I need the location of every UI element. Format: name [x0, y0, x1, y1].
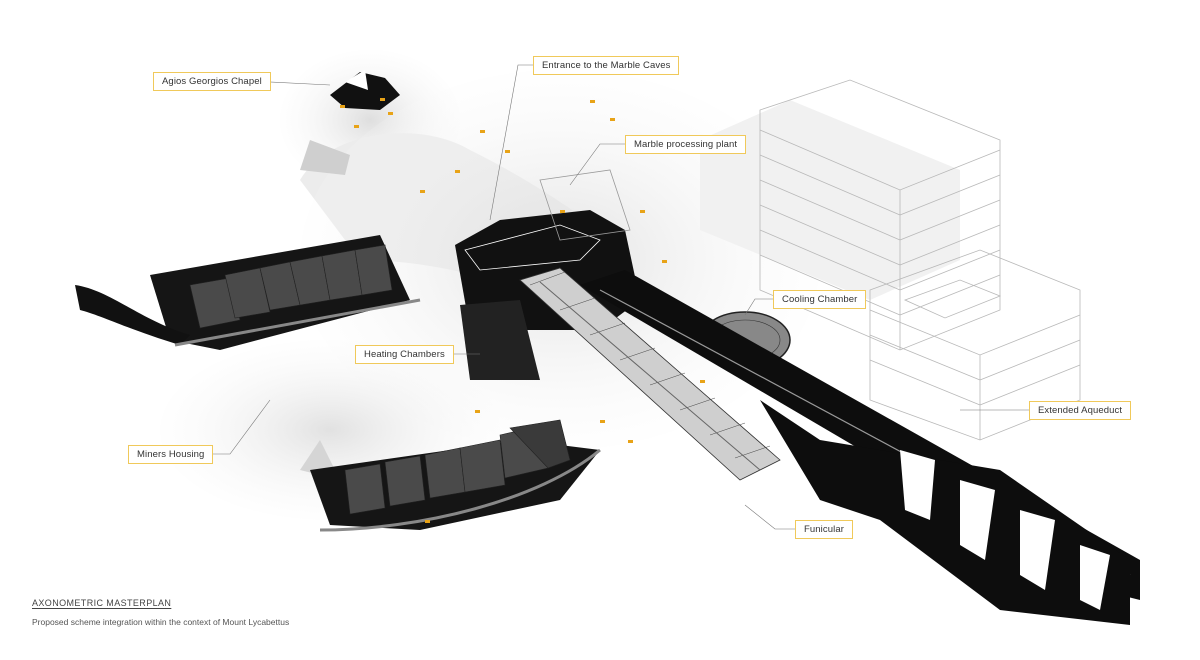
accent-markers: [340, 98, 705, 523]
label-agios-georgios-chapel: Agios Georgios Chapel: [153, 72, 271, 91]
label-miners-housing: Miners Housing: [128, 445, 214, 464]
miners-housing-upper: [75, 235, 421, 350]
funicular-structure: [519, 267, 781, 481]
context-buildings: [700, 79, 1081, 441]
caption-subtitle: Proposed scheme integration within the c…: [32, 617, 290, 627]
extended-aqueduct-structure: [580, 270, 1140, 625]
label-entrance-marble-caves: Entrance to the Marble Caves: [533, 56, 680, 75]
caption-title: AXONOMETRIC MASTERPLAN: [32, 598, 172, 608]
label-funicular: Funicular: [795, 520, 853, 539]
label-heating-chambers: Heating Chambers: [355, 345, 454, 364]
miners-housing-lower: [310, 419, 601, 532]
label-cooling-chamber: Cooling Chamber: [773, 290, 867, 309]
label-extended-aqueduct: Extended Aqueduct: [1029, 401, 1132, 420]
label-marble-processing-plant: Marble processing plant: [625, 135, 747, 154]
